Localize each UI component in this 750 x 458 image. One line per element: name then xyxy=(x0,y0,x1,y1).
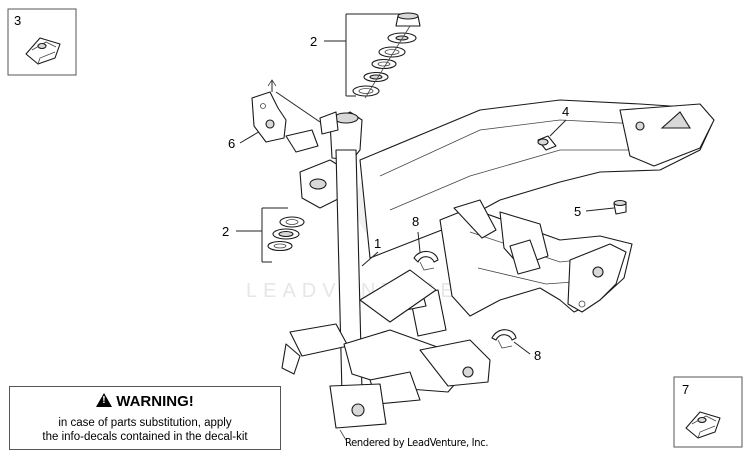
warning-title: WARNING! xyxy=(10,393,280,410)
callout-4: 4 xyxy=(562,104,569,119)
frame-1 xyxy=(281,99,715,441)
warning-box: WARNING! in case of parts substitution, … xyxy=(9,386,281,450)
speed-nut-clip-3 xyxy=(25,37,61,65)
render-credit: Rendered by LeadVenture, Inc. xyxy=(345,436,489,449)
pin-4 xyxy=(537,135,557,151)
warning-triangle-icon xyxy=(96,393,113,407)
warning-title-text: WARNING! xyxy=(116,393,194,410)
cap-5 xyxy=(613,199,627,215)
callout-8-bottom: 8 xyxy=(534,348,541,363)
callout-8-bottom-group: 8 xyxy=(513,341,541,363)
clamp-8-upper xyxy=(413,250,439,271)
callout-4-group: 4 xyxy=(549,104,569,137)
speed-nut-clip-7 xyxy=(685,411,721,439)
callout-8-top: 8 xyxy=(412,214,419,229)
callout-8-top-group: 8 xyxy=(412,214,421,253)
callout-1: 1 xyxy=(374,236,381,251)
warning-line-2: the info-decals contained in the decal-k… xyxy=(42,431,248,443)
steering-bearing-stack-upper xyxy=(352,12,421,99)
clamp-8-lower xyxy=(491,329,517,349)
callout-2-top: 2 xyxy=(310,34,317,49)
callout-5-group: 5 xyxy=(574,204,615,219)
mounting-bracket-6 xyxy=(251,79,321,143)
callout-1-group: 1 xyxy=(361,236,381,267)
warning-line-1: in case of parts substitution, apply xyxy=(58,417,232,429)
inset-box-3: 3 xyxy=(7,8,77,76)
callout-3: 3 xyxy=(14,13,21,28)
steering-bearing-stack-lower xyxy=(267,216,305,252)
callout-5: 5 xyxy=(574,204,581,219)
callout-6-group: 6 xyxy=(228,129,263,151)
callout-2-mid: 2 xyxy=(222,224,229,239)
inset-box-7: 7 xyxy=(673,376,743,448)
callout-2-mid-group: 2 xyxy=(222,207,288,263)
callout-7: 7 xyxy=(682,382,689,397)
callout-6: 6 xyxy=(228,136,235,151)
